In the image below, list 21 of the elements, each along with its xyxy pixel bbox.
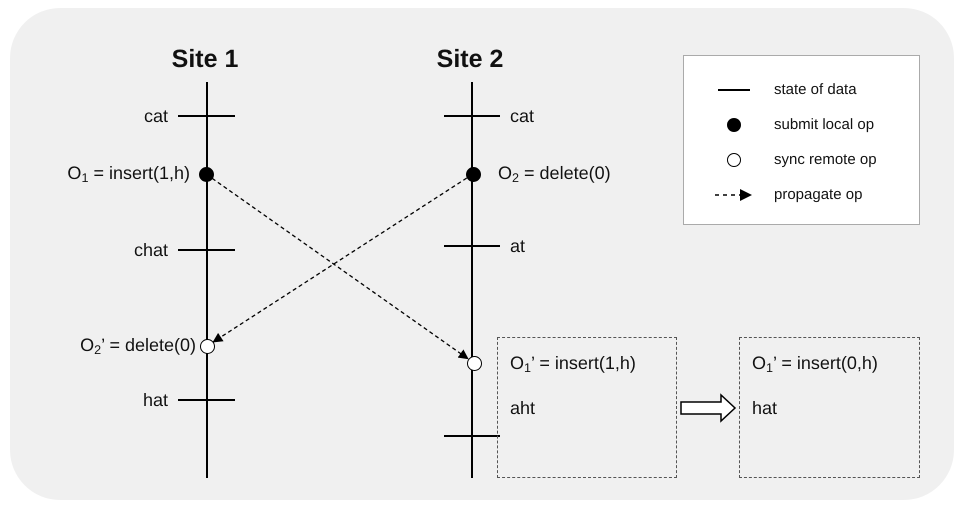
legend-text: sync remote op (774, 150, 877, 170)
legend-text: state of data (774, 80, 857, 100)
state-label: cat (510, 105, 534, 127)
legend-text: propagate op (774, 185, 862, 205)
site-heading: Site 1 (172, 44, 238, 74)
operation-label: O$_{2}$ = delete(0) (498, 162, 611, 184)
state-label: aht (510, 397, 536, 419)
state-label: at (510, 235, 526, 257)
operation-label: O$_{2}$’ = delete(0) (80, 334, 196, 356)
dashed-box (497, 337, 677, 478)
operation-label: O$_{1}$ = insert(1,h) (67, 162, 190, 184)
hollow-arrow (680, 393, 736, 423)
site-heading: Site 2 (436, 44, 504, 74)
dashed-box (739, 337, 920, 478)
state-label: chat (134, 239, 168, 261)
state-label: hat (752, 397, 778, 419)
state-label: cat (144, 105, 168, 127)
operation-label: O$_{1}$’ = insert(1,h) (510, 352, 636, 374)
operation-label: O$_{1}$’ = insert(0,h) (752, 352, 878, 374)
legend-text: submit local op (774, 115, 874, 135)
state-label: hat (142, 389, 168, 411)
